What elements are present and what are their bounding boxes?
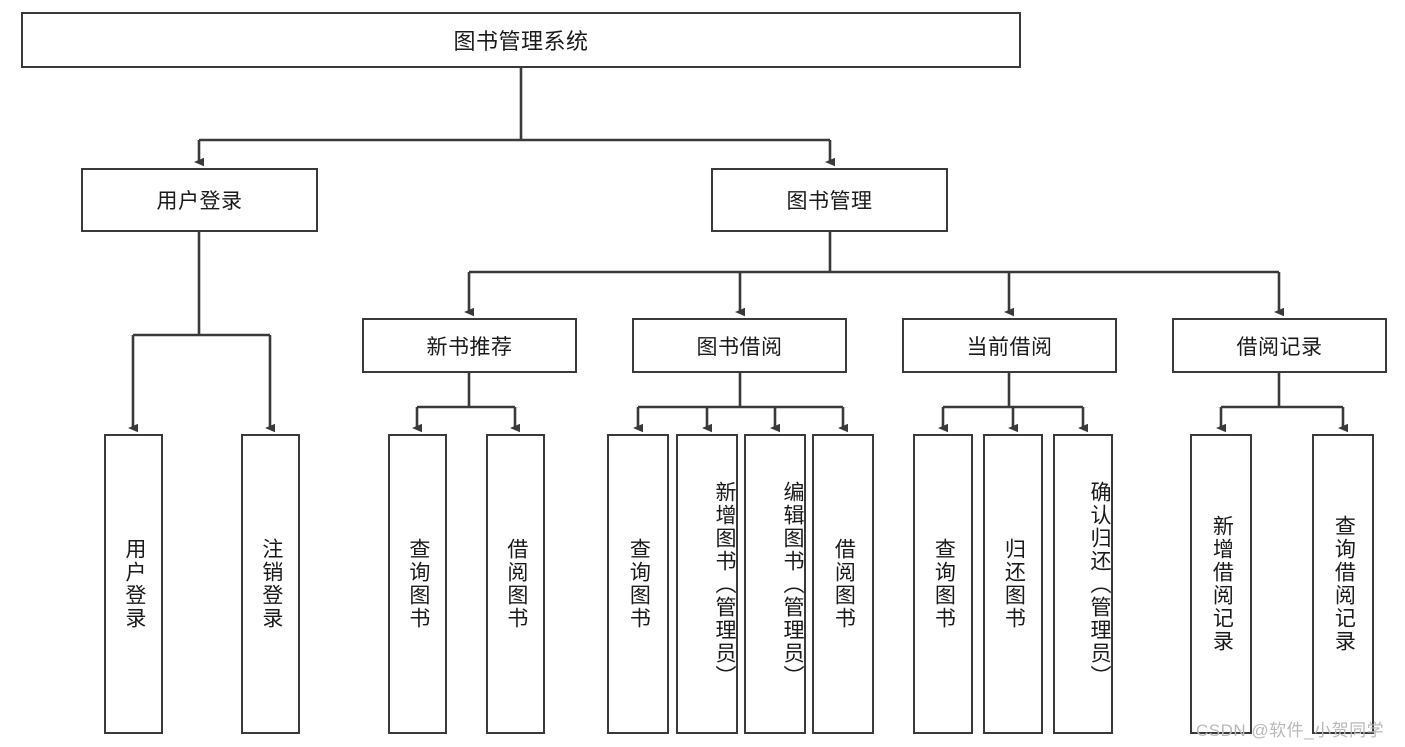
node-leaf-borrow-book-2[interactable]: 借阅图书 xyxy=(812,434,874,734)
node-leaf-add-borrow-record[interactable]: 新增借阅记录 xyxy=(1190,434,1252,734)
node-new-book-recommend[interactable]: 新书推荐 xyxy=(362,318,577,373)
node-user-login[interactable]: 用户登录 xyxy=(81,168,318,232)
node-leaf-return-book[interactable]: 归还图书 xyxy=(983,434,1043,734)
node-book-manage[interactable]: 图书管理 xyxy=(711,168,948,232)
node-leaf-borrow-book-1[interactable]: 借阅图书 xyxy=(486,434,545,734)
node-leaf-user-logout[interactable]: 注销登录 xyxy=(241,434,300,734)
node-leaf-user-login-do[interactable]: 用户登录 xyxy=(104,434,163,734)
node-root-system[interactable]: 图书管理系统 xyxy=(21,12,1021,68)
node-current-borrow[interactable]: 当前借阅 xyxy=(902,318,1117,373)
node-leaf-confirm-return[interactable]: 确认归还（管理员） xyxy=(1053,434,1113,734)
node-leaf-query-book-3[interactable]: 查询图书 xyxy=(913,434,973,734)
node-leaf-add-book[interactable]: 新增图书（管理员） xyxy=(676,434,738,734)
node-borrow-record[interactable]: 借阅记录 xyxy=(1172,318,1387,373)
node-leaf-query-borrow-record[interactable]: 查询借阅记录 xyxy=(1312,434,1374,734)
csdn-watermark: CSDN @软件_小贺同学 xyxy=(1196,721,1385,740)
node-book-borrow[interactable]: 图书借阅 xyxy=(632,318,847,373)
node-leaf-query-book-1[interactable]: 查询图书 xyxy=(388,434,447,734)
node-leaf-query-book-2[interactable]: 查询图书 xyxy=(607,434,669,734)
node-leaf-edit-book[interactable]: 编辑图书（管理员） xyxy=(744,434,806,734)
